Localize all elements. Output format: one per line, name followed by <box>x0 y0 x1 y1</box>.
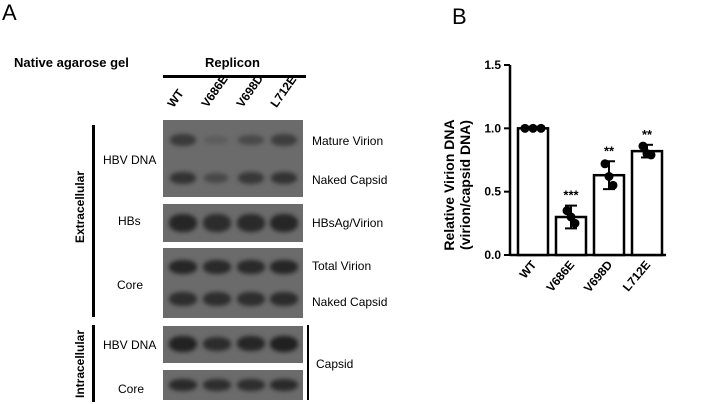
lane-label-l712e: L712E <box>267 73 300 110</box>
band <box>203 292 231 306</box>
band <box>169 292 197 306</box>
extracellular-label: Extracellular <box>73 170 87 244</box>
label-naked-capsid-1: Naked Capsid <box>312 173 388 187</box>
significance-label: ** <box>604 143 615 158</box>
bar-wt <box>516 127 550 257</box>
band <box>203 260 231 274</box>
band <box>169 336 197 352</box>
row-label-hbv-dna-extra: HBV DNA <box>103 153 157 167</box>
x-tick-label: WT <box>517 257 540 281</box>
band <box>203 337 231 351</box>
row-label-hbs: HBs <box>118 214 141 228</box>
data-point <box>600 159 610 169</box>
row-label-core-intra: Core <box>118 382 145 396</box>
replicon-bar <box>163 75 306 78</box>
band <box>169 379 197 391</box>
band <box>170 134 196 146</box>
y-tick-label: 1.5 <box>484 58 501 72</box>
extracellular-bracket <box>92 125 95 317</box>
y-axis-label: Relative Virion DNA (virion/capsid DNA) <box>441 119 473 250</box>
panel-a-letter: A <box>2 0 17 25</box>
band <box>270 292 298 306</box>
y-axis-label-line2: (virion/capsid DNA) <box>457 120 473 250</box>
band <box>237 336 265 351</box>
band <box>237 379 265 391</box>
band <box>169 214 197 232</box>
x-tick-label: V686E <box>543 258 577 295</box>
label-hbsag-virion: HBsAg/Virion <box>312 216 384 230</box>
y-tick-label: 0.5 <box>484 185 501 199</box>
band <box>270 336 298 352</box>
data-point <box>528 123 538 133</box>
band <box>238 135 264 145</box>
y-tick-label: 0.0 <box>484 248 501 262</box>
blot-core-extracellular <box>163 248 303 318</box>
band <box>203 379 231 391</box>
row-label-core-extra: Core <box>117 278 144 292</box>
band <box>170 172 196 184</box>
data-point <box>570 218 580 228</box>
data-point <box>536 123 546 133</box>
capsid-bracket <box>307 325 309 400</box>
band <box>238 172 264 184</box>
band <box>203 214 231 232</box>
bar-l712e <box>630 149 664 257</box>
y-axis-label-line1: Relative Virion DNA <box>441 119 457 250</box>
blot-hbv-dna-extracellular <box>163 120 303 197</box>
data-point <box>638 141 648 151</box>
x-tick-label: V698D <box>581 258 616 295</box>
blot-core-intracellular <box>163 370 303 400</box>
label-mature-virion: Mature Virion <box>312 134 384 148</box>
data-point <box>608 180 618 190</box>
blot-hbs <box>163 204 303 242</box>
data-point <box>604 171 614 181</box>
label-naked-capsid-2: Naked Capsid <box>312 295 388 309</box>
band <box>204 173 228 183</box>
band <box>169 260 197 274</box>
row-label-hbv-dna-intra: HBV DNA <box>103 338 157 352</box>
significance-label: *** <box>563 188 579 203</box>
band <box>237 260 265 274</box>
lane-label-wt: WT <box>164 86 187 110</box>
replicon-header: Replicon <box>205 55 260 70</box>
lane-label-v686e: V686E <box>198 72 231 110</box>
significance-label: ** <box>642 127 653 142</box>
band <box>270 260 298 274</box>
intracellular-bracket <box>92 325 95 402</box>
bar-chart: Relative Virion DNA (virion/capsid DNA) … <box>441 58 666 295</box>
panel-b-letter: B <box>452 4 467 29</box>
band <box>237 292 265 306</box>
x-tick-label: L712E <box>620 258 653 294</box>
band <box>271 172 297 184</box>
label-capsid: Capsid <box>316 357 354 371</box>
intracellular-label: Intracellular <box>73 329 87 399</box>
y-tick-label: 1.0 <box>484 121 501 135</box>
band <box>204 136 228 144</box>
data-point <box>520 123 530 133</box>
data-point <box>646 150 656 160</box>
label-total-virion: Total Virion <box>312 259 372 273</box>
band <box>271 134 297 146</box>
band <box>270 379 298 391</box>
band <box>237 214 265 232</box>
band <box>270 214 298 232</box>
gel-title: Native agarose gel <box>14 55 129 70</box>
blot-hbv-dna-intracellular <box>163 326 303 363</box>
